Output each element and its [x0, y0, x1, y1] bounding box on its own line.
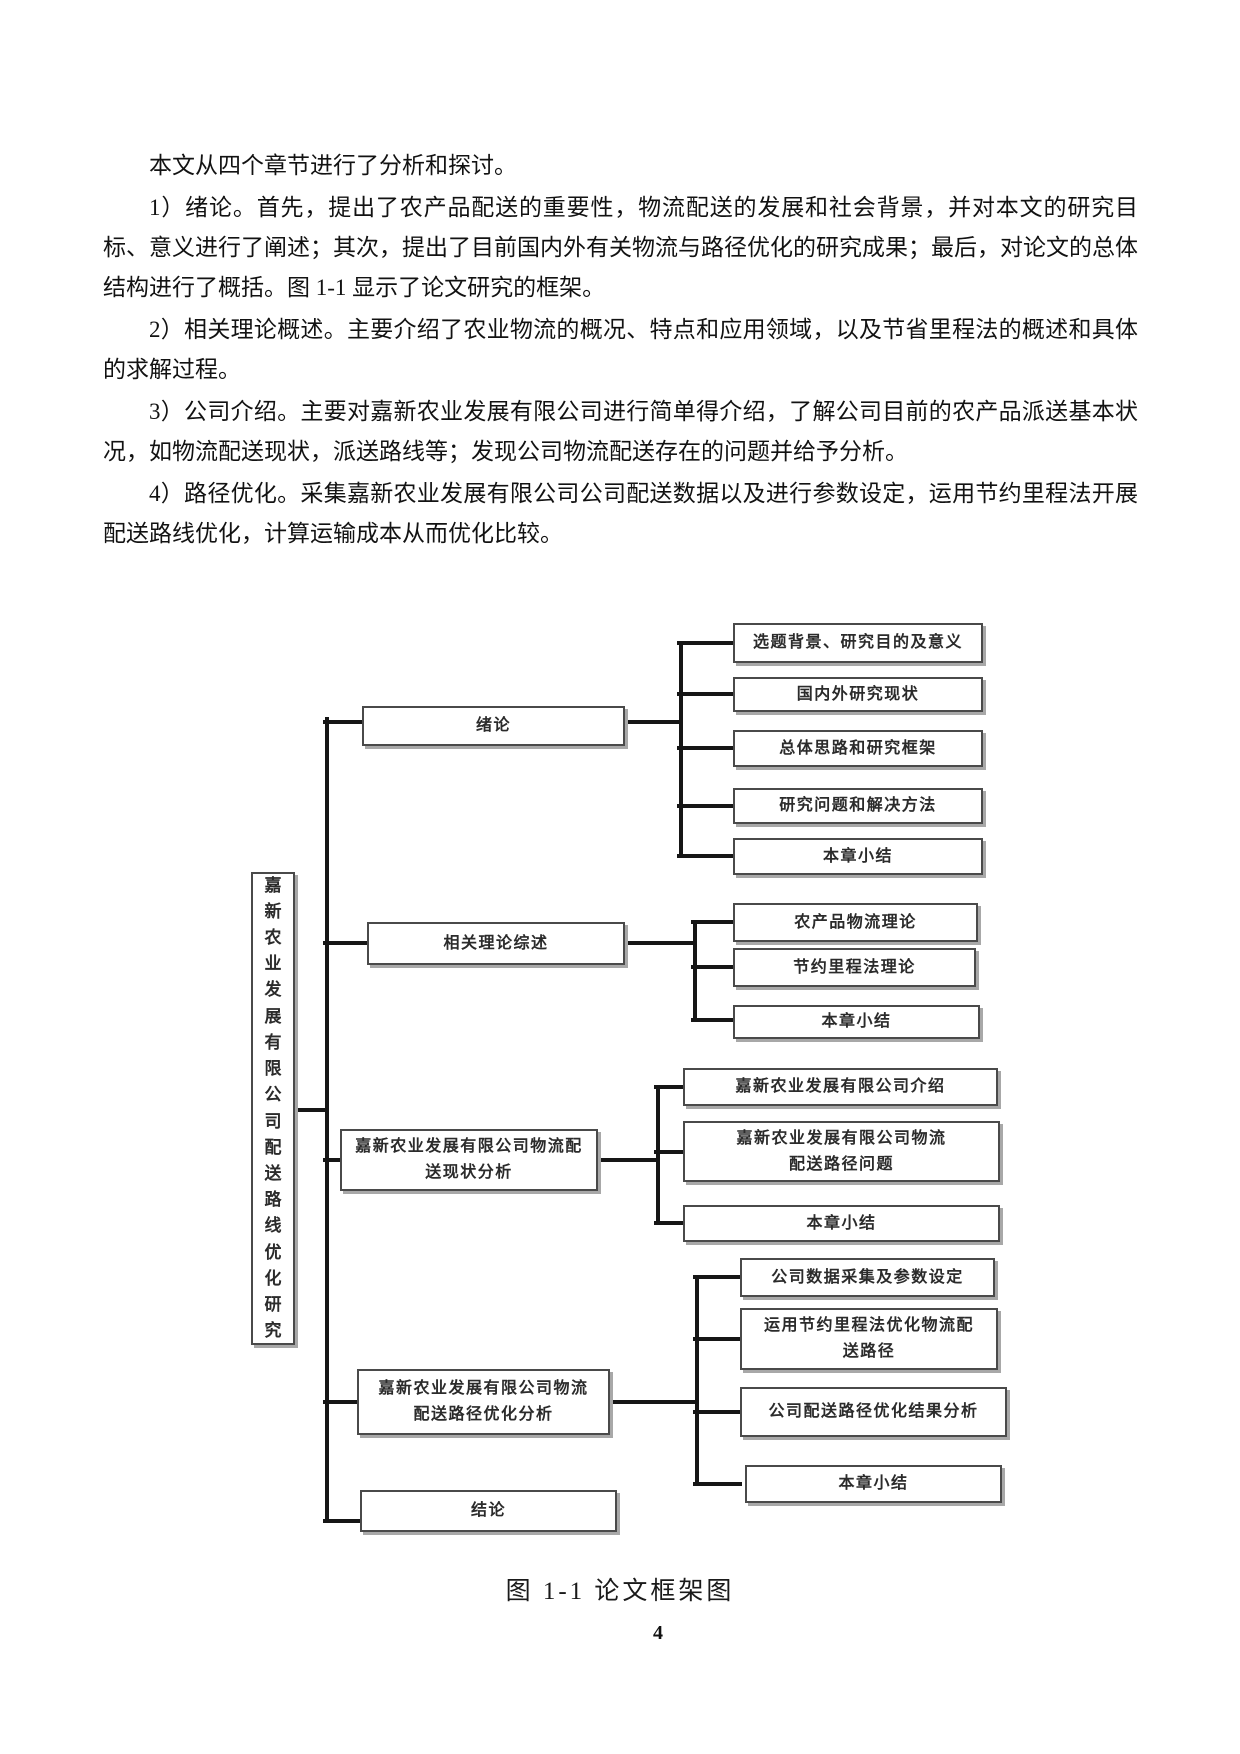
section-3-1-box: 嘉新农业发展有限公司介绍: [683, 1068, 998, 1106]
chapter1-connectors: [623, 641, 735, 858]
paragraph-intro: 本文从四个章节进行了分析和探讨。: [149, 153, 517, 178]
paragraph-chapter1: 1）绪论。首先，提出了农产品配送的重要性，物流配送的发展和社会背景，并对本文的研…: [103, 195, 1138, 300]
chapter4-connectors: [608, 1275, 742, 1486]
section-3-2-box: 嘉新农业发展有限公司物流 配送路径问题: [683, 1121, 1000, 1182]
diagram-root-box: 嘉新农业发展有限公司配送路线优化研究: [251, 872, 295, 1345]
diagram-root-label: 嘉新农业发展有限公司配送路线优化研究: [264, 875, 282, 1341]
chapter-1-box: 绪论: [362, 706, 625, 746]
section-1-3-box: 总体思路和研究框架: [733, 730, 983, 767]
chapter-3-box: 嘉新农业发展有限公司物流配 送现状分析: [340, 1129, 598, 1191]
chapter3-connectors: [596, 1085, 685, 1225]
section-4-3-box: 公司配送路径优化结果分析: [740, 1387, 1007, 1437]
section-1-5-box: 本章小结: [733, 838, 983, 875]
body-text: 本文从四个章节进行了分析和探讨。 1）绪论。首先，提出了农产品配送的重要性，物流…: [103, 146, 1138, 556]
trunk-connectors: [293, 717, 369, 1523]
paragraph-chapter4: 4）路径优化。采集嘉新农业发展有限公司公司配送数据以及进行参数设定，运用节约里程…: [103, 481, 1138, 546]
chapter-5-box: 结论: [360, 1490, 617, 1532]
page-number: 4: [653, 1622, 663, 1644]
figure-caption: 图 1-1 论文框架图: [505, 1578, 735, 1605]
section-2-1-box: 农产品物流理论: [733, 903, 978, 942]
chapter-2-box: 相关理论综述: [367, 922, 625, 965]
section-4-1-box: 公司数据采集及参数设定: [740, 1258, 995, 1297]
section-3-3-box: 本章小结: [683, 1205, 1000, 1242]
section-1-1-box: 选题背景、研究目的及意义: [733, 623, 983, 663]
section-4-2-box: 运用节约里程法优化物流配 送路径: [740, 1308, 998, 1370]
section-1-4-box: 研究问题和解决方法: [733, 788, 983, 824]
section-4-4-box: 本章小结: [745, 1465, 1002, 1503]
section-1-2-box: 国内外研究现状: [733, 677, 983, 712]
chapter-4-box: 嘉新农业发展有限公司物流 配送路径优化分析: [357, 1369, 610, 1435]
section-2-2-box: 节约里程法理论: [733, 948, 976, 987]
chapter2-connectors: [618, 920, 735, 1022]
paragraph-chapter2: 2）相关理论概述。主要介绍了农业物流的概况、特点和应用领域，以及节省里程法的概述…: [103, 317, 1138, 382]
section-2-3-box: 本章小结: [733, 1005, 980, 1039]
paragraph-chapter3: 3）公司介绍。主要对嘉新农业发展有限公司进行简单得介绍，了解公司目前的农产品派送…: [103, 399, 1138, 464]
